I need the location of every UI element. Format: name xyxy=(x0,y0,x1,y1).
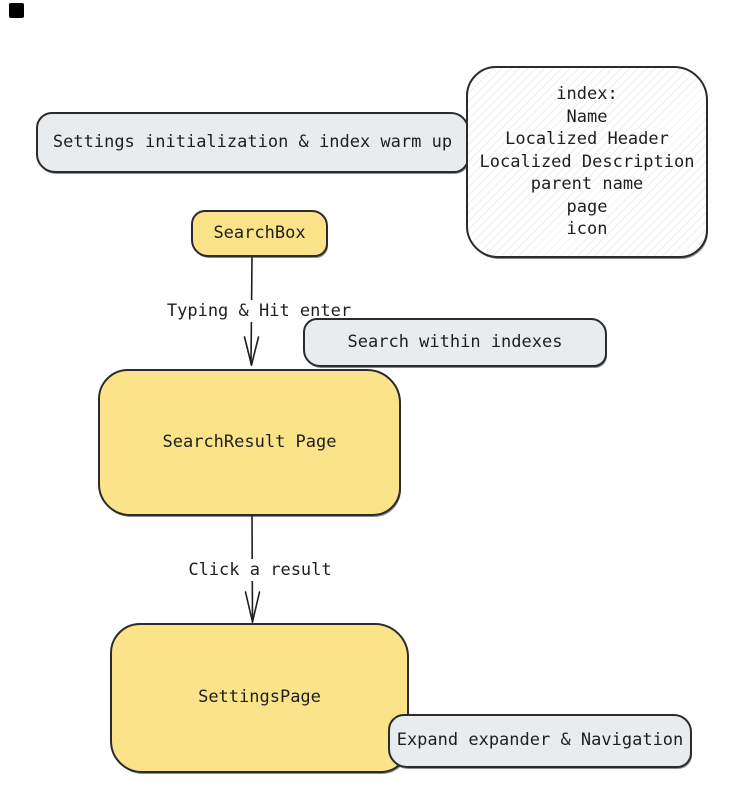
node-searchbox: SearchBox xyxy=(191,210,328,257)
node-settings-page: SettingsPage xyxy=(110,623,409,773)
index-card-line-name: Name xyxy=(566,106,608,127)
node-searchresult-page-label: SearchResult Page xyxy=(162,431,337,452)
node-searchresult-page: SearchResult Page xyxy=(98,369,401,516)
node-settings-initialization-label: Settings initialization & index warm up xyxy=(52,131,453,152)
node-settings-page-label: SettingsPage xyxy=(198,687,321,708)
edge-label-click-a-result: Click a result xyxy=(175,559,345,581)
node-searchbox-label: SearchBox xyxy=(213,222,306,243)
node-search-within-indexes-label: Search within indexes xyxy=(347,331,563,352)
corner-mark xyxy=(9,3,24,18)
node-index-fields-card: index: Name Localized Header Localized D… xyxy=(466,66,708,258)
node-expand-expander-navigation: Expand expander & Navigation xyxy=(388,714,692,768)
index-card-line-title: index: xyxy=(556,84,618,105)
index-card-line-header: Localized Header xyxy=(505,129,669,150)
index-card-line-parent: parent name xyxy=(530,174,644,195)
node-expand-expander-navigation-label: Expand expander & Navigation xyxy=(396,730,684,751)
node-settings-initialization: Settings initialization & index warm up xyxy=(36,112,469,173)
edge-label-typing-hit-enter: Typing & Hit enter xyxy=(156,300,362,322)
index-card-line-page: page xyxy=(566,196,608,217)
node-search-within-indexes: Search within indexes xyxy=(303,318,607,367)
index-card-line-icon: icon xyxy=(566,219,608,240)
index-card-line-description: Localized Description xyxy=(479,151,695,172)
